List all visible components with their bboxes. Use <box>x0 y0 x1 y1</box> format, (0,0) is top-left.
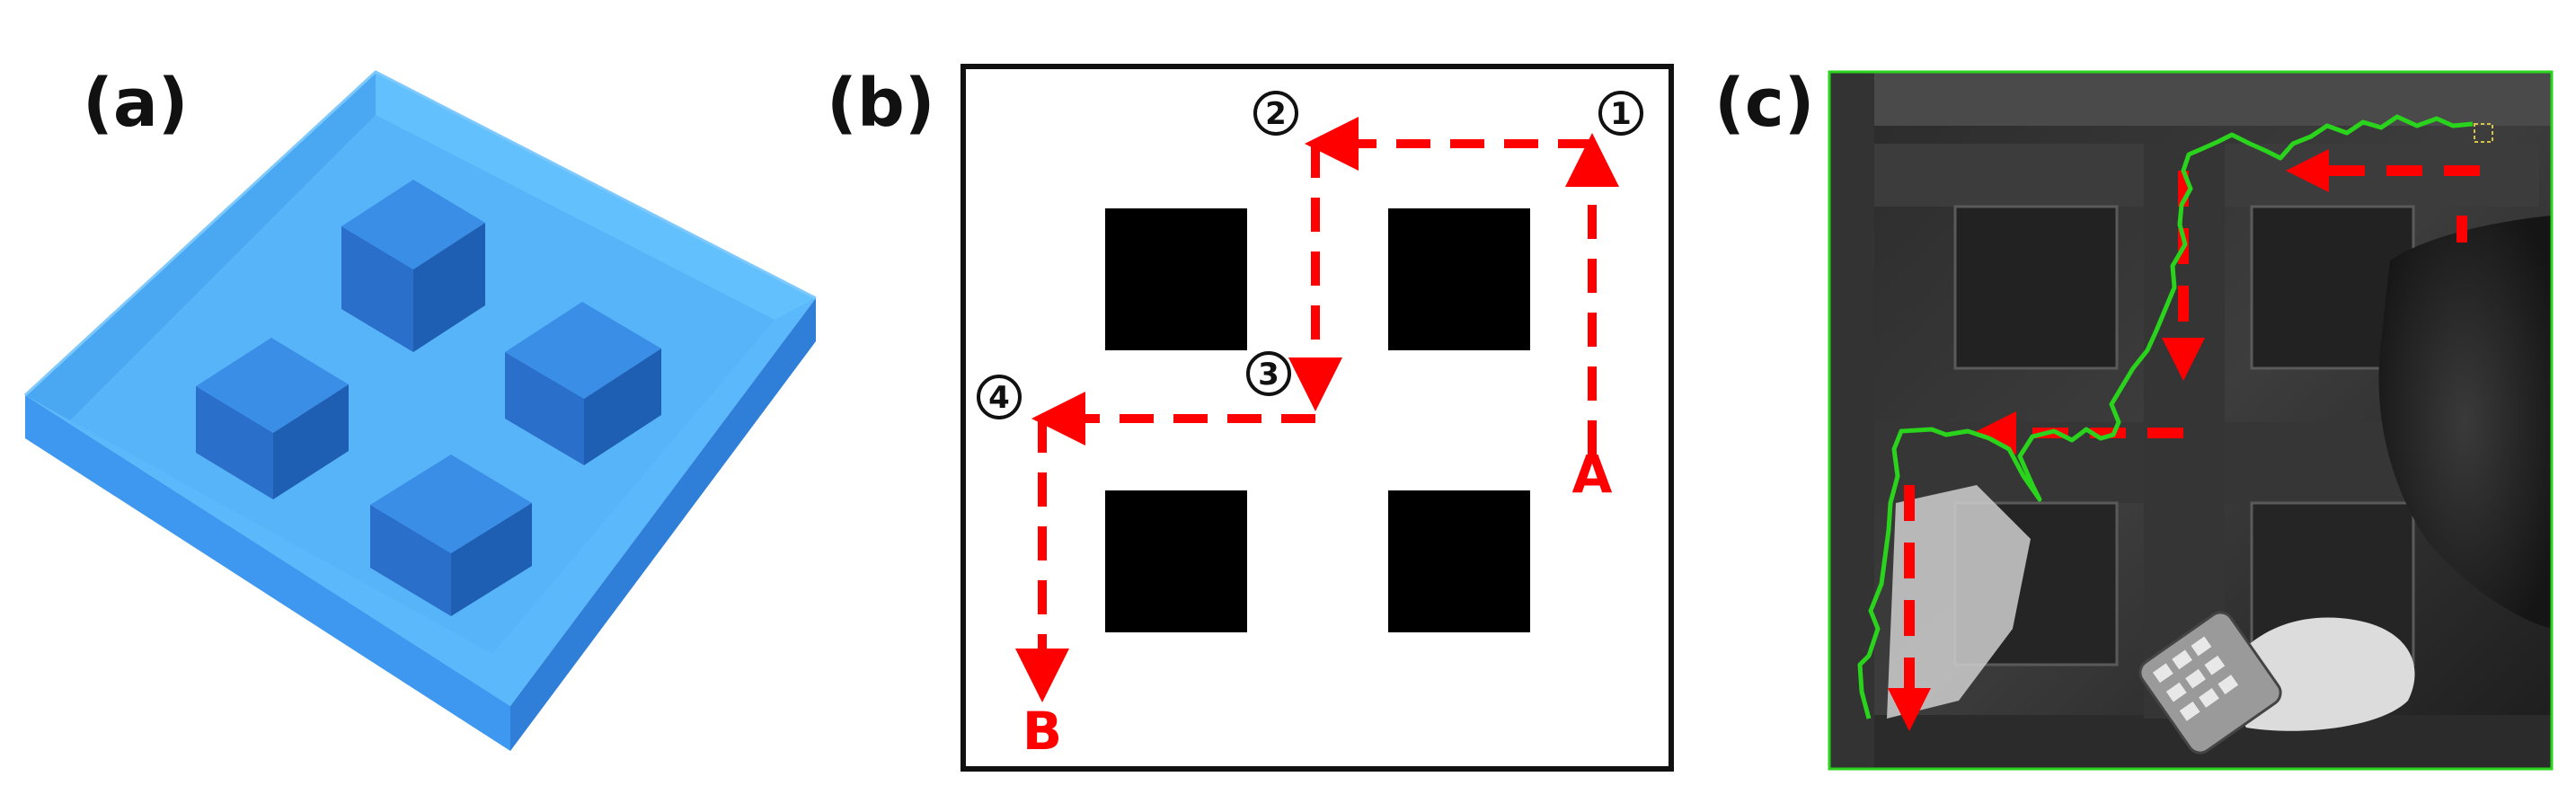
cube-front-left <box>370 505 451 616</box>
panel-a: (a) <box>23 65 817 751</box>
obstacle-top-right <box>1388 208 1530 350</box>
photo-hand-dark <box>2378 216 2552 629</box>
cube-front <box>370 455 532 616</box>
cube-left <box>196 338 349 499</box>
cube-left-left <box>196 386 273 499</box>
controller-button <box>2191 636 2212 657</box>
end-label-b: B <box>1022 701 1062 762</box>
obstacle-bottom-left <box>1105 490 1247 632</box>
waypoint-2: 2 <box>1253 91 1298 136</box>
controller-buttons <box>2152 636 2239 721</box>
tracked-trajectory <box>1857 114 2474 719</box>
cube-right-left <box>505 352 584 465</box>
box-inner-wall-right <box>376 72 816 320</box>
obstacle-bottom-right <box>1388 490 1530 632</box>
waypoint-1-label: 1 <box>1610 96 1632 132</box>
panel-b-label: (b) <box>827 65 935 142</box>
cube-front-top <box>370 455 532 553</box>
target-marker <box>2474 123 2493 143</box>
box-3d <box>23 70 817 751</box>
photo-left-rail <box>1829 72 1874 769</box>
photo-controller <box>2138 611 2282 755</box>
cube-back-right <box>413 223 485 352</box>
waypoint-4-circle <box>977 375 1022 419</box>
cube-right <box>505 302 661 465</box>
box-front-left-face <box>25 395 510 751</box>
cube-right-top <box>505 302 661 399</box>
cube-back-top <box>341 180 485 269</box>
waypoint-1: 1 <box>1598 91 1643 136</box>
controller-button <box>2204 655 2226 675</box>
waypoint-3-circle <box>1246 351 1291 396</box>
waypoint-4-label: 4 <box>988 380 1010 416</box>
panel-a-label: (a) <box>83 65 189 142</box>
waypoint-2-label: 2 <box>1265 96 1287 132</box>
waypoint-3-label: 3 <box>1258 357 1279 393</box>
controller-button <box>2185 668 2206 689</box>
controller-button <box>2217 675 2239 694</box>
box-inner-wall-left <box>25 72 376 420</box>
photo-glare <box>1887 485 2031 719</box>
experiment-photo <box>1828 70 2554 771</box>
controller-button <box>2179 701 2200 721</box>
controller-button <box>2165 682 2187 702</box>
box-rim <box>23 70 817 397</box>
waypoint-3: 3 <box>1246 351 1291 396</box>
photo-top-rail <box>1829 72 2552 126</box>
start-label-a: A <box>1572 444 1613 505</box>
panel-b: (b) 1 2 3 4 A B <box>827 64 1674 772</box>
controller-button <box>2172 649 2193 670</box>
obstacle-top-left <box>1105 208 1247 350</box>
photo-border <box>1828 70 2554 771</box>
cube-back-left <box>341 226 413 352</box>
controller-body <box>2138 611 2282 755</box>
cube-left-right <box>273 384 349 499</box>
cube-right-right <box>584 349 661 465</box>
waypoint-2-circle <box>1253 91 1298 136</box>
cube-back <box>341 180 485 352</box>
controller-button <box>2199 688 2219 708</box>
box-inner-floor <box>70 115 775 654</box>
planned-path <box>1015 117 1619 702</box>
panel-c: (c) <box>1714 65 2554 771</box>
photo-obstacle-top-left <box>1953 205 2119 370</box>
waypoint-1-circle <box>1598 91 1643 136</box>
cube-front-right <box>451 503 532 616</box>
waypoint-4: 4 <box>977 375 1022 419</box>
box-front-right-face <box>510 298 816 751</box>
panel-c-label: (c) <box>1714 65 1815 142</box>
controller-button <box>2152 663 2173 684</box>
cube-left-top <box>196 338 349 433</box>
